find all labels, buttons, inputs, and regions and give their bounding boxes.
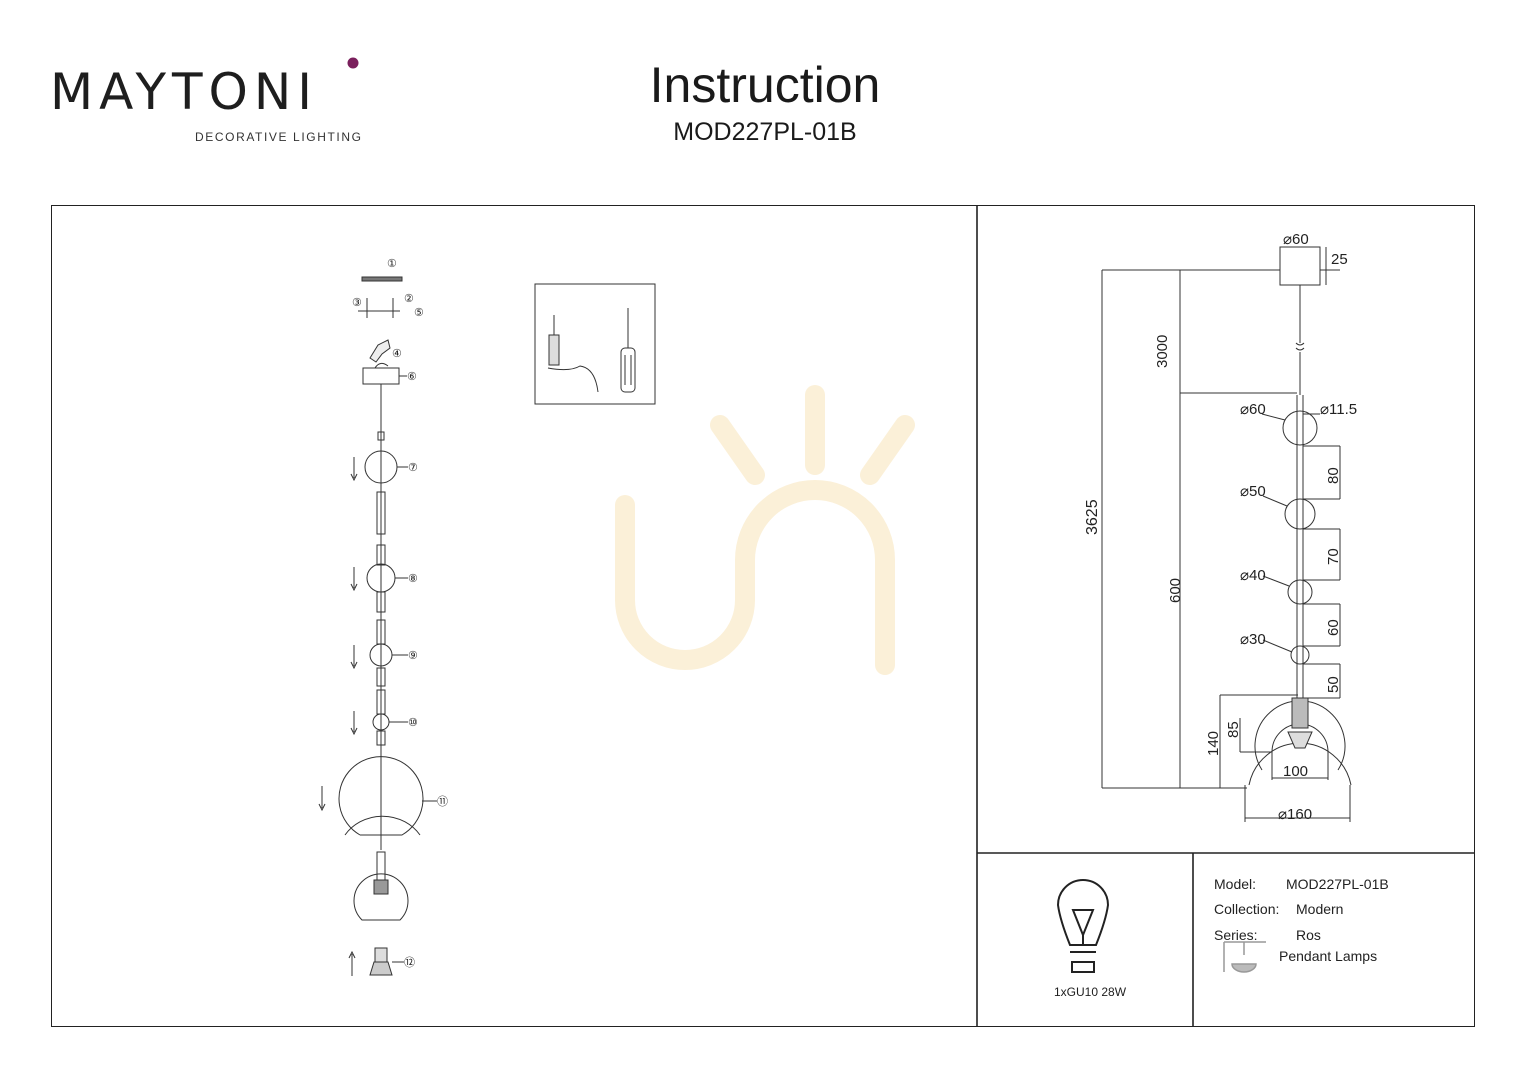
spec-series-label: Series: — [1214, 927, 1258, 943]
part-1-label: ① — [387, 258, 397, 270]
dimension-drawing — [1101, 246, 1352, 822]
spec-series-value: Ros — [1296, 927, 1321, 943]
bulb-spec-label: 1xGU10 28W — [1053, 985, 1127, 999]
page-title: Instruction — [649, 57, 881, 113]
brand-wordmark: MAYTONI — [50, 63, 319, 121]
dim-inner-height: 85 — [1225, 721, 1242, 738]
dim-rod-diameter: ⌀11.5 — [1320, 401, 1357, 418]
logo-accent-dot — [347, 57, 359, 69]
dim-total-height: 3625 — [1084, 499, 1101, 535]
part-10-label: ⑩ — [408, 717, 418, 729]
brand-tagline: DECORATIVE LIGHTING — [195, 130, 363, 144]
part-2-label: ② — [404, 293, 414, 305]
part-7-label: ⑦ — [408, 462, 418, 474]
part-6-label: ⑥ — [407, 371, 417, 383]
bulb-icon — [1056, 879, 1110, 973]
dim-inner-diameter: 100 — [1283, 763, 1308, 780]
dim-gap-2: 70 — [1325, 548, 1342, 565]
dim-shade-height: 140 — [1205, 731, 1222, 756]
part-4-label: ④ — [392, 348, 402, 360]
exploded-assembly — [318, 276, 437, 976]
part-9-label: ⑨ — [408, 650, 418, 662]
instruction-frame — [51, 205, 1475, 1027]
spec-model-value: MOD227PL-01B — [1286, 876, 1389, 892]
dim-gap-1: 80 — [1325, 467, 1342, 484]
part-12-label: ⑫ — [404, 956, 415, 969]
part-3-label: ③ — [352, 297, 362, 309]
dim-ball-3: ⌀40 — [1240, 567, 1266, 584]
part-5-label: ⑤ — [414, 307, 424, 319]
watermark-logo — [615, 385, 915, 675]
part-8-label: ⑧ — [408, 573, 418, 585]
dim-ball-1: ⌀60 — [1240, 401, 1266, 418]
pendant-lamp-icon — [1223, 941, 1266, 973]
tools-box — [534, 283, 656, 405]
spec-model-label: Model: — [1214, 876, 1257, 892]
spec-collection-value: Modern — [1296, 901, 1344, 917]
dim-ball-4: ⌀30 — [1240, 631, 1266, 648]
spec-collection-label: Collection: — [1214, 901, 1280, 917]
dim-cable-length: 3000 — [1154, 335, 1171, 368]
dim-canopy-height: 25 — [1331, 251, 1348, 268]
brand-logo: MAYTONI DECORATIVE LIGHTING — [50, 57, 380, 148]
dim-gap-3: 60 — [1325, 619, 1342, 636]
dim-body-length: 600 — [1167, 578, 1184, 603]
model-subtitle: MOD227PL-01B — [673, 118, 857, 146]
dim-gap-4: 50 — [1325, 676, 1342, 693]
dim-ball-2: ⌀50 — [1240, 483, 1266, 500]
spec-type-value: Pendant Lamps — [1279, 948, 1378, 964]
part-11-label: ⑪ — [437, 795, 448, 808]
dim-shade-diameter: ⌀160 — [1278, 806, 1312, 823]
dim-canopy-diameter: ⌀60 — [1283, 231, 1309, 248]
